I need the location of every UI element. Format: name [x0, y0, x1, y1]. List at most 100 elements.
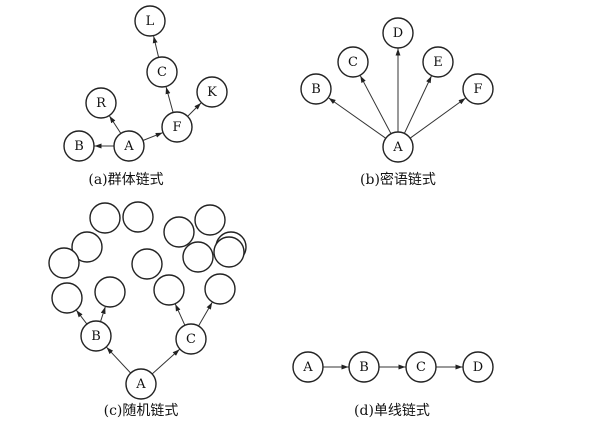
node-circle: [71, 231, 103, 263]
node-circle: [163, 216, 195, 248]
node-c-u4: [194, 204, 226, 236]
node-label: L: [146, 14, 155, 29]
node-circle: [194, 204, 226, 236]
node-a-B: B: [63, 130, 95, 162]
node-c-u8: [131, 248, 163, 280]
node-label: F: [172, 120, 181, 135]
node-circle: [51, 282, 83, 314]
node-label: B: [74, 139, 84, 154]
node-circle: [196, 76, 228, 108]
node-label: A: [392, 140, 403, 155]
node-a-L: L: [134, 5, 166, 37]
node-circle: [80, 320, 112, 352]
node-circle: [63, 130, 95, 162]
node-label: C: [416, 360, 426, 375]
node-a-C: C: [146, 56, 178, 88]
node-label: B: [311, 82, 321, 97]
node-a-R: R: [85, 87, 117, 119]
node-label: E: [433, 55, 443, 70]
node-c-u2: [122, 201, 154, 233]
node-label: D: [393, 26, 403, 41]
node-circle: [94, 276, 126, 308]
node-d-B: B: [348, 351, 380, 383]
node-circle: [131, 248, 163, 280]
edge-c-C-c2: [198, 302, 213, 327]
node-circle: [153, 274, 185, 306]
node-circle: [422, 46, 454, 78]
node-label: C: [348, 55, 358, 70]
node-circle: [405, 351, 437, 383]
node-label: A: [302, 360, 313, 375]
caption-panel-b: (b)密语链式: [360, 171, 436, 188]
node-circle: [113, 130, 145, 162]
node-circle: [161, 111, 193, 143]
node-c-c2: [204, 273, 236, 305]
edge-a-A-R: [109, 115, 122, 134]
node-circle: [382, 131, 414, 163]
node-c-B: B: [80, 320, 112, 352]
node-circle: [134, 5, 166, 37]
edge-a-F-K: [187, 102, 202, 117]
node-c-u10: [213, 236, 245, 268]
node-d-C: C: [405, 351, 437, 383]
edge-c-C-c1: [174, 303, 186, 326]
edge-a-C-L: [152, 35, 160, 58]
node-b-A: A: [382, 131, 414, 163]
edge-c-A-C: [151, 349, 180, 375]
edge-b-A-F: [409, 97, 466, 139]
node-c-u3: [163, 216, 195, 248]
node-circle: [182, 241, 214, 273]
node-circle: [382, 17, 414, 49]
caption-panel-d: (d)单线链式: [354, 403, 430, 419]
node-circle: [48, 247, 80, 279]
edge-c-B-b2: [100, 306, 106, 322]
node-circle: [204, 273, 236, 305]
node-circle: [213, 236, 245, 268]
node-d-D: D: [462, 351, 494, 383]
node-c-c1: [153, 274, 185, 306]
node-circle: [300, 73, 332, 105]
node-c-u7: [48, 247, 80, 279]
node-c-u9: [182, 241, 214, 273]
node-label: C: [157, 65, 167, 80]
node-circle: [146, 56, 178, 88]
node-b-B: B: [300, 73, 332, 105]
edge-b-A-E: [403, 75, 432, 134]
node-label: A: [123, 139, 134, 154]
node-label: A: [135, 377, 146, 392]
node-circle: [292, 351, 324, 383]
node-c-b2: [94, 276, 126, 308]
captions-layer: (a)群体链式 (b)密语链式 (c)随机链式 (d)单线链式: [88, 171, 436, 419]
edge-b-A-B: [328, 97, 387, 139]
node-a-A: A: [113, 130, 145, 162]
edge-b-A-C: [359, 75, 392, 134]
node-b-C: C: [337, 46, 369, 78]
node-label: B: [91, 329, 101, 344]
node-c-u5: [71, 231, 103, 263]
caption-panel-a: (a)群体链式: [88, 172, 163, 188]
node-b-E: E: [422, 46, 454, 78]
node-c-A: A: [125, 368, 157, 400]
node-b-D: D: [382, 17, 414, 49]
node-circle: [89, 202, 121, 234]
node-c-b1: [51, 282, 83, 314]
node-circle: [462, 73, 494, 105]
node-d-A: A: [292, 351, 324, 383]
node-a-K: K: [196, 76, 228, 108]
node-a-F: F: [161, 111, 193, 143]
edge-c-B-b1: [76, 309, 88, 325]
caption-panel-c: (c)随机链式: [104, 403, 179, 419]
edge-a-F-C: [165, 86, 174, 113]
node-label: K: [207, 85, 217, 100]
node-label: C: [186, 332, 196, 347]
node-circle: [462, 351, 494, 383]
node-label: B: [359, 360, 369, 375]
node-circle: [337, 46, 369, 78]
edges-layer: [76, 35, 466, 375]
node-label: D: [473, 360, 483, 375]
node-circle: [85, 87, 117, 119]
node-circle: [175, 323, 207, 355]
node-circle: [348, 351, 380, 383]
